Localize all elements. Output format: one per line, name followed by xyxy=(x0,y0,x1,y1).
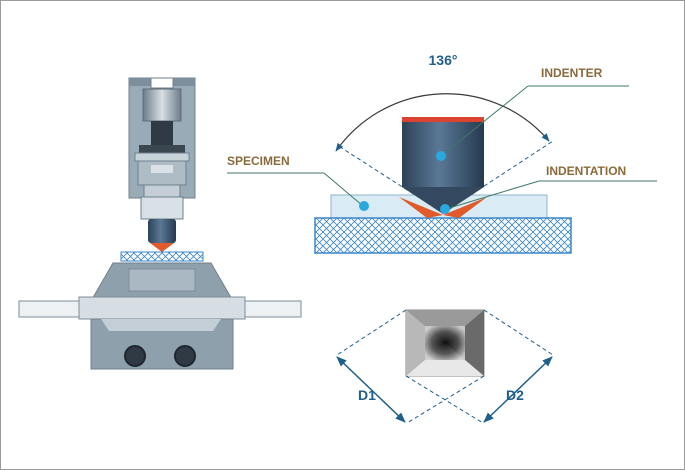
d1-dimension xyxy=(336,356,406,423)
indenter-dot xyxy=(436,151,446,161)
indentation-dot xyxy=(440,204,450,214)
indenter-label: INDENTER xyxy=(541,66,603,80)
hatched-base xyxy=(314,217,572,254)
angle-label: 136° xyxy=(429,52,458,68)
specimen-dot xyxy=(359,201,369,211)
d2-dimension xyxy=(483,356,553,423)
d1-label: D1 xyxy=(358,387,376,403)
specimen-label: SPECIMEN xyxy=(227,154,290,168)
indenter-detail: 136° INDENTER SPECIMEN INDENTATION xyxy=(227,52,657,254)
d2-label: D2 xyxy=(506,387,524,403)
hardness-tester-machine xyxy=(18,77,302,370)
angle-arc xyxy=(335,93,550,152)
indentation-top-view: D1 D2 xyxy=(336,309,554,424)
indentation-label: INDENTATION xyxy=(546,164,626,178)
